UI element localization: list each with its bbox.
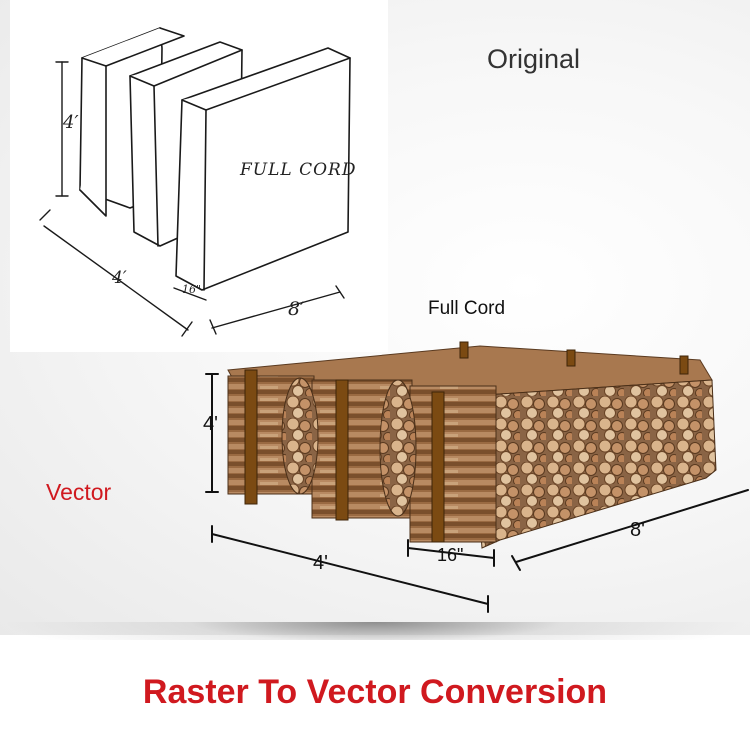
- original-label: Original: [487, 44, 581, 74]
- dim-depth-line: [211, 533, 489, 605]
- sketch-height-label: 4′: [63, 112, 79, 133]
- stake-2: [335, 379, 349, 521]
- cord-sketch-drawing: [39, 27, 351, 337]
- sketch-log-length-label: 16": [182, 283, 202, 296]
- original-sketch-panel: 4′ 4′ 16" 8′ FULL CORD: [10, 0, 388, 352]
- woodpile-log-ends: [469, 379, 717, 549]
- vector-log-length-label: 16": [437, 545, 464, 565]
- vector-depth-label: 4': [313, 552, 328, 574]
- vector-length-label: 8': [630, 519, 645, 541]
- full-cord-label: Full Cord: [428, 298, 506, 319]
- dim-length-line: [515, 489, 749, 563]
- woodpile-row-3: [409, 385, 497, 543]
- dim-log-line: [407, 547, 495, 559]
- woodpile-illustration: [205, 341, 749, 613]
- title-banner: [0, 640, 750, 750]
- stake-3: [431, 391, 445, 543]
- sketch-length-label: 8′: [288, 298, 305, 320]
- sketch-cord-text: FULL CORD: [240, 160, 357, 180]
- sketch-block-front: [175, 47, 351, 291]
- vector-height-label: 4': [203, 413, 218, 435]
- stake-back-3: [679, 355, 689, 375]
- vector-label: Vector: [46, 479, 112, 505]
- stake-back-2: [566, 349, 576, 367]
- stake-1: [244, 369, 258, 505]
- banner-title: Raster To Vector Conversion: [142, 673, 608, 711]
- stake-back-1: [459, 341, 469, 359]
- sketch-depth-label: 4′: [112, 268, 127, 288]
